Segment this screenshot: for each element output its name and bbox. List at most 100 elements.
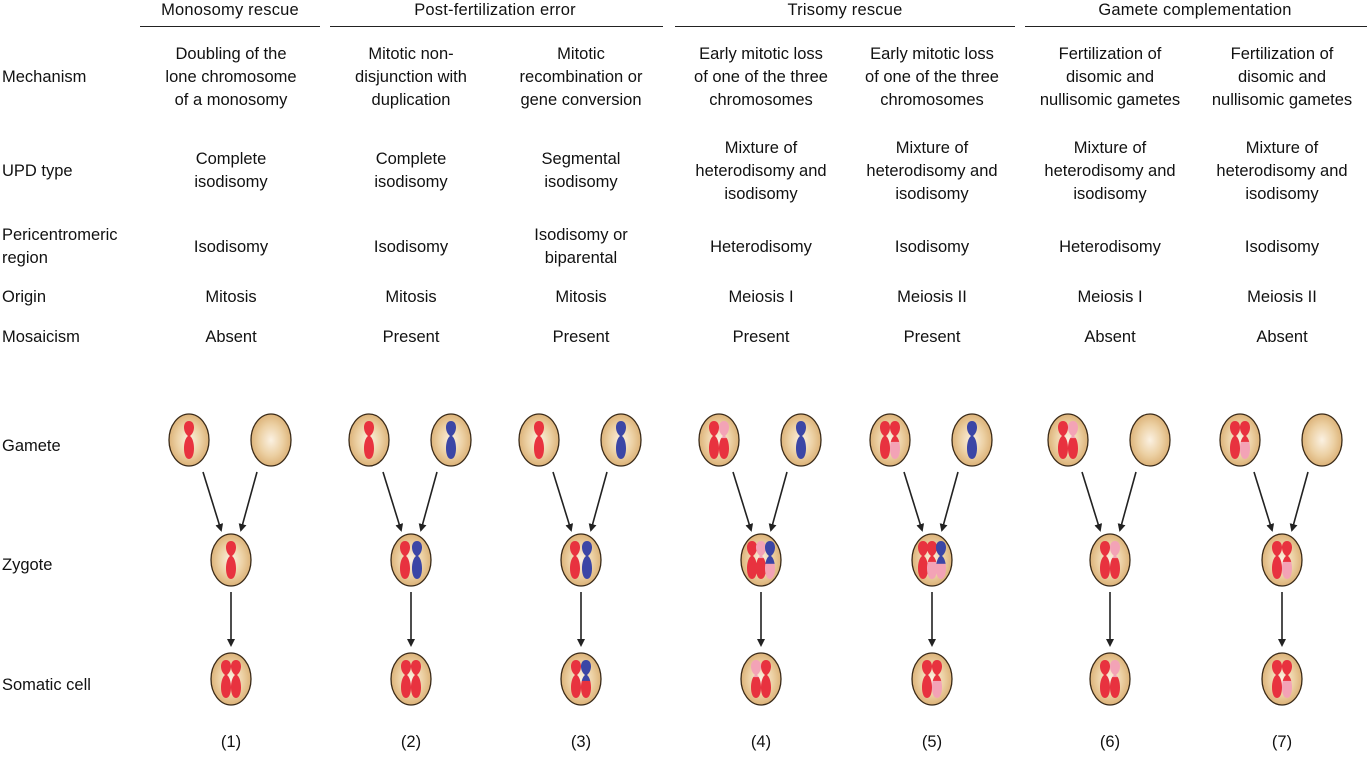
arrow-icon <box>552 471 574 532</box>
mechanism-line: Doubling of the <box>175 44 287 63</box>
pericentromeric-line: Heterodisomy <box>710 237 812 256</box>
column-number: (5) <box>921 733 943 751</box>
upd-type-cell: Segmental isodisomy <box>496 136 666 206</box>
pericentromeric-line: Isodisomy <box>1244 237 1320 256</box>
chromosome-icon <box>760 660 772 698</box>
gamete-cell <box>698 413 740 467</box>
chromosome-icon <box>363 421 375 459</box>
gamete-cell <box>1047 413 1089 467</box>
chromosome-icon <box>411 541 423 579</box>
chromosome-icon <box>931 660 943 698</box>
chromosome-icon <box>533 421 545 459</box>
gamete-cell <box>250 413 292 467</box>
chromosome-icon <box>795 421 807 459</box>
chromosome-icon <box>1281 541 1293 579</box>
chromosome-icon <box>569 541 581 579</box>
chromosome-icon <box>755 541 767 579</box>
row-label-mechanism: Mechanism <box>2 68 87 86</box>
mechanism-line: Mitotic non- <box>368 44 454 63</box>
mosaicism-cell: Present <box>732 328 790 346</box>
upd-type-line: isodisomy <box>544 173 618 191</box>
pericentromeric-cell: Heterodisomy <box>676 224 846 270</box>
upd-type-cell: Mixture of heterodisomy and isodisomy <box>1025 136 1195 206</box>
mechanism-line: lone chromosome <box>165 67 297 86</box>
row-label-origin: Origin <box>2 288 47 306</box>
mechanism-line: Early mitotic loss <box>699 44 823 63</box>
pericentromeric-line: Isodisomy <box>894 237 970 256</box>
row-label-pericentromeric: Pericentromeric <box>2 226 118 244</box>
chromosome-icon <box>230 660 242 698</box>
mechanism-line: Mitotic <box>557 44 605 63</box>
chromosome-icon <box>1099 541 1111 579</box>
upd-type-cell: Complete isodisomy <box>146 136 316 206</box>
upd-type-line: heterodisomy and <box>695 161 827 180</box>
chromosome-icon <box>718 421 730 459</box>
somatic-cell <box>740 652 782 706</box>
pericentromeric-cell: Isodisomy <box>146 224 316 270</box>
chromosome-icon <box>917 541 929 579</box>
group-rule-trisomy-rescue <box>675 26 1015 27</box>
zygote-cell <box>1089 533 1131 587</box>
zygote-cell <box>1261 533 1303 587</box>
arrow-icon <box>768 471 788 532</box>
arrow-icon <box>588 471 608 532</box>
mosaicism-cell: Absent <box>1084 328 1136 346</box>
upd-type-line: isodisomy <box>895 184 969 203</box>
gamete-cell <box>1129 413 1171 467</box>
upd-type-line: isodisomy <box>194 173 268 191</box>
pericentromeric-line: Heterodisomy <box>1059 237 1161 256</box>
upd-type-line: heterodisomy and <box>1216 161 1348 180</box>
group-rule-monosomy-rescue <box>140 26 320 27</box>
chromosome-icon <box>889 421 901 459</box>
somatic-cell <box>210 652 252 706</box>
arrow-icon <box>1081 471 1103 532</box>
arrow-icon <box>202 471 224 532</box>
mechanism-cell: Fertilization of disomic and nullisomic … <box>1025 42 1195 112</box>
chromosome-icon <box>879 421 891 459</box>
pericentromeric-cell: Isodisomy <box>326 224 496 270</box>
pericentromeric-line: Isodisomy <box>193 237 269 256</box>
mechanism-line: disomic and <box>1237 67 1327 86</box>
upd-type-cell: Complete isodisomy <box>326 136 496 206</box>
chromosome-icon <box>1057 421 1069 459</box>
chromosome-icon <box>1099 660 1111 698</box>
mechanism-line: chromosomes <box>709 90 813 109</box>
zygote-cell <box>390 533 432 587</box>
mosaicism-cell: Present <box>552 328 610 346</box>
upd-type-line: Mixture of <box>1073 138 1147 157</box>
upd-type-line: Complete <box>195 150 267 168</box>
group-title-post-fertilization-error: Post-fertilization error <box>414 1 576 19</box>
mechanism-cell: Doubling of the lone chromosome of a mon… <box>146 42 316 112</box>
upd-type-line: isodisomy <box>1245 184 1319 203</box>
chromosome-icon <box>935 541 947 579</box>
gamete-cell <box>869 413 911 467</box>
mechanism-line: disomic and <box>1065 67 1155 86</box>
chromosome-icon <box>1229 421 1241 459</box>
chromosome-icon <box>1239 421 1251 459</box>
group-rule-post-fertilization-error <box>330 26 663 27</box>
arrow-icon <box>1117 471 1137 532</box>
upd-type-cell: Mixture of heterodisomy and isodisomy <box>1197 136 1367 206</box>
chromosome-icon <box>580 660 592 698</box>
upd-type-line: Mixture of <box>724 138 798 157</box>
chromosome-icon <box>1067 421 1079 459</box>
arrow-icon <box>1253 471 1275 532</box>
upd-type-line: isodisomy <box>374 173 448 191</box>
mechanism-cell: Early mitotic loss of one of the three c… <box>676 42 846 112</box>
pericentromeric-cell: Isodisomy or biparental <box>496 224 666 270</box>
pericentromeric-line: Isodisomy <box>373 237 449 256</box>
pericentromeric-line: biparental <box>544 249 618 267</box>
upd-type-cell: Mixture of heterodisomy and isodisomy <box>676 136 846 206</box>
mechanism-line: nullisomic gametes <box>1211 90 1353 109</box>
row-label-somatic-cell: Somatic cell <box>2 676 91 694</box>
column-number: (4) <box>750 733 772 751</box>
chromosome-icon <box>746 541 758 579</box>
chromosome-icon <box>570 660 582 698</box>
upd-type-line: heterodisomy and <box>866 161 998 180</box>
chromosome-icon <box>966 421 978 459</box>
arrow-icon <box>732 471 754 532</box>
upd-type-line: Mixture of <box>1245 138 1319 157</box>
chromosome-icon <box>926 541 938 579</box>
row-label-upd-type: UPD type <box>2 162 73 180</box>
